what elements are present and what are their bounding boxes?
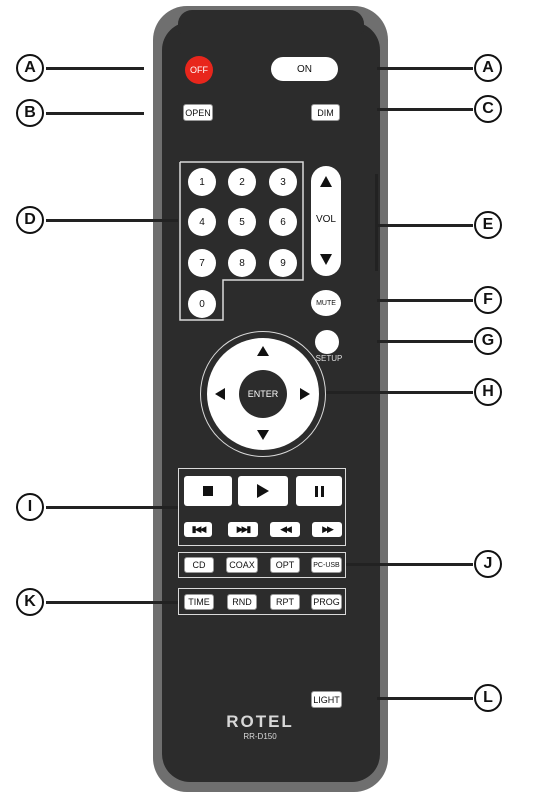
enter-button[interactable]: ENTER — [239, 370, 287, 418]
callout-line-d — [46, 219, 178, 222]
callout-l: L — [474, 684, 502, 712]
arrow-down-icon — [257, 430, 269, 440]
callout-j: J — [474, 550, 502, 578]
volume-bracket — [375, 174, 378, 271]
dim-button[interactable]: DIM — [311, 104, 340, 121]
rewind-icon: ◀◀ — [280, 524, 292, 534]
next-track-button[interactable]: ▶▶▮ — [228, 522, 258, 537]
digit-0-button[interactable]: 0 — [188, 290, 216, 318]
source-cd-button[interactable]: CD — [184, 557, 214, 573]
source-pc-usb-button[interactable]: PC-USB — [311, 557, 342, 573]
nav-right-button[interactable] — [294, 380, 316, 408]
transport-panel — [178, 468, 346, 546]
volume-down-button[interactable] — [311, 244, 341, 276]
callout-line-l — [377, 697, 473, 700]
time-button[interactable]: TIME — [184, 594, 214, 610]
skip-forward-icon: ▶▶▮ — [236, 524, 252, 534]
play-icon — [257, 484, 269, 498]
callout-a-right: A — [474, 54, 502, 82]
callout-line-a-right — [377, 67, 473, 70]
digit-4-button[interactable]: 4 — [188, 208, 216, 236]
stop-icon — [203, 486, 213, 496]
callout-i: I — [16, 493, 44, 521]
triangle-down-icon — [320, 254, 332, 265]
callout-line-e — [377, 224, 473, 227]
digit-7-button[interactable]: 7 — [188, 249, 216, 277]
callout-k: K — [16, 588, 44, 616]
callout-g: G — [474, 327, 502, 355]
callout-a-left: A — [16, 54, 44, 82]
digit-1-button[interactable]: 1 — [188, 168, 216, 196]
digit-9-button[interactable]: 9 — [269, 249, 297, 277]
source-panel — [178, 552, 346, 578]
source-opt-button[interactable]: OPT — [270, 557, 300, 573]
callout-d: D — [16, 206, 44, 234]
callout-line-b — [46, 112, 144, 115]
on-button[interactable]: ON — [271, 57, 338, 81]
light-button[interactable]: LIGHT — [311, 691, 342, 708]
callout-e: E — [474, 211, 502, 239]
pause-button[interactable] — [296, 476, 342, 506]
mode-panel — [178, 588, 346, 615]
callout-line-a-left — [46, 67, 144, 70]
brand-logo: ROTEL — [226, 712, 294, 731]
previous-track-button[interactable]: ▮◀◀ — [184, 522, 212, 537]
volume-up-button[interactable] — [311, 166, 341, 202]
callout-h: H — [474, 378, 502, 406]
model-number: RR-D150 — [243, 732, 277, 741]
nav-down-button[interactable] — [249, 425, 277, 447]
volume-label: VOL — [315, 214, 336, 225]
nav-ring-outline — [200, 331, 326, 457]
callout-line-f — [377, 299, 473, 302]
callout-line-g — [377, 340, 473, 343]
triangle-up-icon — [320, 176, 332, 187]
callout-line-k — [46, 601, 178, 604]
digit-6-button[interactable]: 6 — [269, 208, 297, 236]
nav-left-button[interactable] — [210, 380, 232, 408]
keypad-outline — [179, 161, 304, 321]
callout-f: F — [474, 286, 502, 314]
program-button[interactable]: PROG — [311, 594, 342, 610]
fast-forward-icon: ▶▶ — [322, 524, 334, 534]
remote-top-window — [178, 10, 364, 34]
repeat-button[interactable]: RPT — [270, 594, 300, 610]
source-coax-button[interactable]: COAX — [226, 557, 258, 573]
digit-5-button[interactable]: 5 — [228, 208, 256, 236]
callout-line-i — [46, 506, 178, 509]
digit-8-button[interactable]: 8 — [228, 249, 256, 277]
callout-line-j — [346, 563, 473, 566]
arrow-left-icon — [215, 388, 225, 400]
callout-line-h — [326, 391, 473, 394]
pause-icon — [314, 485, 324, 497]
mute-button[interactable]: MUTE — [311, 290, 341, 316]
play-button[interactable] — [238, 476, 288, 506]
arrow-up-icon — [257, 346, 269, 356]
skip-back-icon: ▮◀◀ — [191, 524, 207, 534]
digit-3-button[interactable]: 3 — [269, 168, 297, 196]
setup-label: SETUP — [315, 354, 343, 363]
callout-b: B — [16, 99, 44, 127]
nav-up-button[interactable] — [249, 341, 277, 363]
stop-button[interactable] — [184, 476, 232, 506]
callout-c: C — [474, 95, 502, 123]
random-button[interactable]: RND — [227, 594, 257, 610]
setup-button[interactable] — [315, 330, 339, 354]
digit-2-button[interactable]: 2 — [228, 168, 256, 196]
off-button[interactable]: OFF — [185, 56, 213, 84]
arrow-right-icon — [300, 388, 310, 400]
callout-line-c — [377, 108, 473, 111]
open-button[interactable]: OPEN — [183, 104, 213, 121]
rewind-button[interactable]: ◀◀ — [270, 522, 300, 537]
fast-forward-button[interactable]: ▶▶ — [312, 522, 342, 537]
